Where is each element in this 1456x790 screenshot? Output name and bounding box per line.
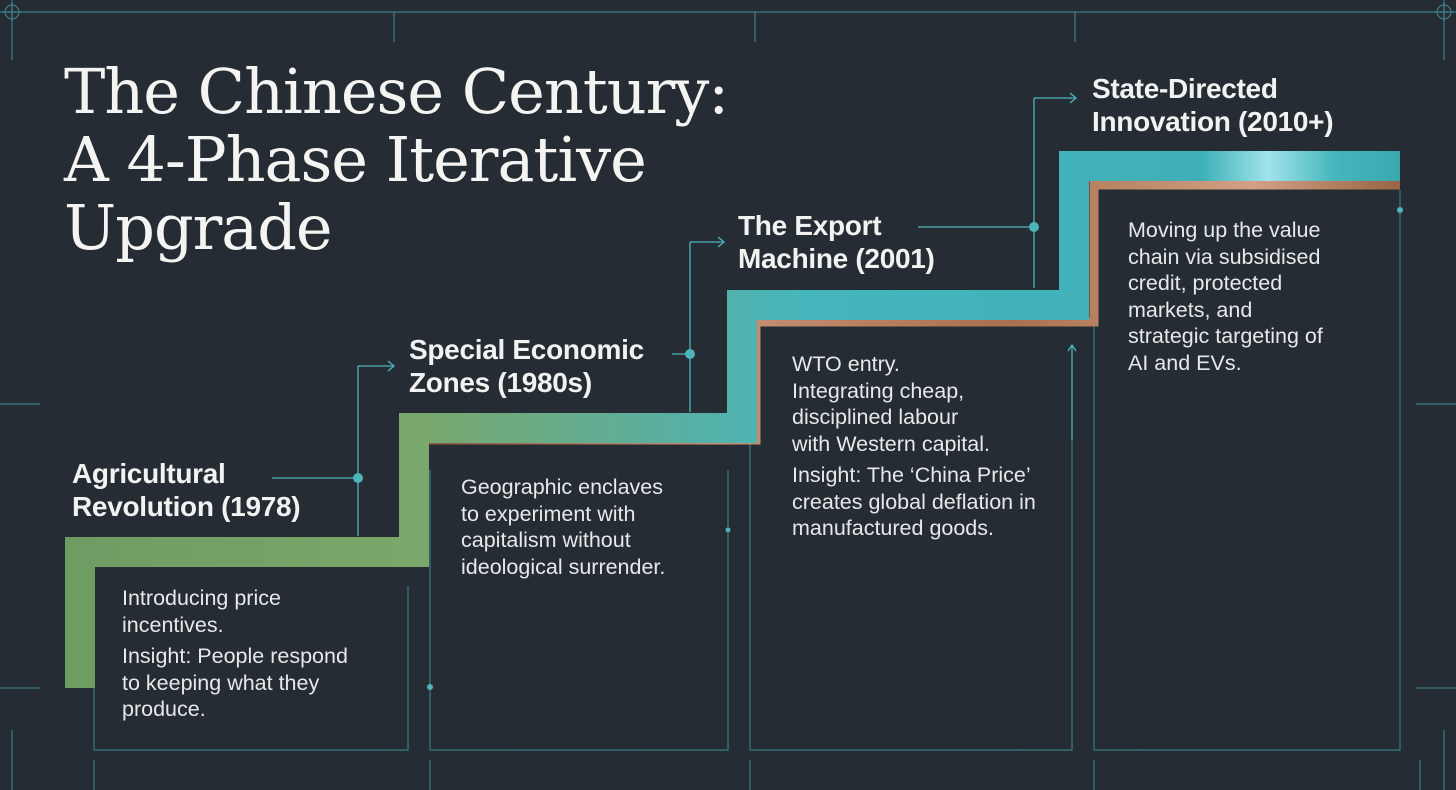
phase-2-text-line: Geographic enclaves xyxy=(461,475,663,499)
phase-4-text-line: Moving up the value xyxy=(1128,218,1321,242)
phase-4-text-line: markets, and xyxy=(1128,297,1253,322)
title-line-3: Upgrade xyxy=(64,191,333,264)
phase-3-text-line: WTO entry. xyxy=(792,352,900,376)
phase-2-title: Special Economic Zones (1980s) xyxy=(409,333,644,399)
phase-4-title-line: Innovation (2010+) xyxy=(1092,106,1334,137)
connectors xyxy=(272,92,1078,536)
phase-2-title-line: Special Economic xyxy=(409,334,644,365)
title-line-1: The Chinese Century: xyxy=(64,55,729,128)
phase-1-title-line: Revolution (1978) xyxy=(72,491,301,522)
connector-dots xyxy=(353,207,1403,690)
phase-1-description: Introducing price incentives. Insight: P… xyxy=(122,585,348,723)
phase-3-text-line: Integrating cheap, xyxy=(792,378,965,403)
phase-3-text-line: with Western capital. xyxy=(792,431,990,456)
phase-4-text-line: chain via subsidised xyxy=(1128,244,1321,269)
phase-1-insight-line: to keeping what they xyxy=(122,670,320,695)
staircase-path xyxy=(65,151,1400,688)
phase-1-insight-line: produce. xyxy=(122,697,206,721)
phase-3-title: The Export Machine (2001) xyxy=(738,209,935,275)
phase-3-description: WTO entry. Integrating cheap, discipline… xyxy=(792,351,1036,542)
title-line-2: A 4-Phase Iterative xyxy=(64,123,647,196)
phase-3-title-line: The Export xyxy=(738,210,882,241)
phase-2-title-line: Zones (1980s) xyxy=(409,367,592,398)
phase-4-text-line: strategic targeting of xyxy=(1128,324,1323,348)
phase-4-title: State-Directed Innovation (2010+) xyxy=(1092,72,1334,138)
phase-3-title-line: Machine (2001) xyxy=(738,243,935,274)
phase-2-text-line: to experiment with xyxy=(461,501,636,526)
phase-2-description: Geographic enclaves to experiment with c… xyxy=(461,474,665,580)
page-title: The Chinese Century: A 4-Phase Iterative… xyxy=(64,58,764,262)
phase-1-insight-line: Insight: People respond xyxy=(122,644,348,668)
phase-1-title-line: Agricultural xyxy=(72,458,226,489)
column-boxes xyxy=(93,190,1401,751)
phase-3-text-line: disciplined labour xyxy=(792,405,959,429)
phase-4-text-line: AI and EVs. xyxy=(1128,350,1242,375)
phase-2-text-line: capitalism without xyxy=(461,528,631,552)
phase-3-insight-line: manufactured goods. xyxy=(792,516,994,540)
phase-4-description: Moving up the value chain via subsidised… xyxy=(1128,217,1323,376)
phase-1-text-line: Introducing price xyxy=(122,586,281,610)
phase-2-text-line: ideological surrender. xyxy=(461,554,666,579)
phase-3-insight-line: Insight: The ‘China Price’ xyxy=(792,463,1031,487)
phase-4-title-line: State-Directed xyxy=(1092,73,1278,104)
phase-3-insight-line: creates global deflation in xyxy=(792,489,1036,514)
phase-4-text-line: credit, protected xyxy=(1128,271,1283,295)
phase-1-text-line: incentives. xyxy=(122,612,224,637)
phase-1-title: Agricultural Revolution (1978) xyxy=(72,457,301,523)
